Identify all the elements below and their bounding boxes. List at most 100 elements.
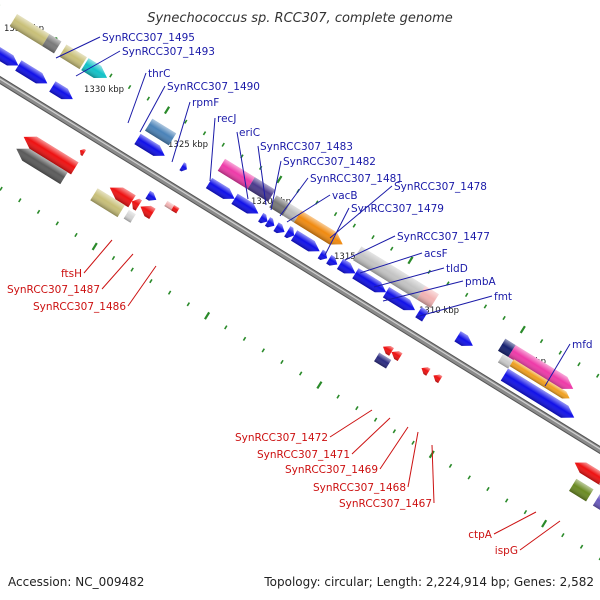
gene-label-fwd-leader: [209, 117, 216, 182]
feature-shade: [500, 368, 575, 418]
cds-arrow: [293, 210, 343, 245]
tick-mark: [336, 394, 340, 399]
feature-shade: [205, 177, 235, 199]
cds-arrow: [382, 346, 394, 356]
gene-label-fwd-leader: [544, 343, 571, 387]
gene-label-rev: ftsH: [61, 268, 82, 280]
feature-shade: [454, 331, 473, 346]
tick-mark: [127, 84, 132, 90]
tick-mark: [204, 311, 211, 320]
cds-arrow: [326, 255, 338, 266]
tick-mark: [502, 315, 506, 321]
cds-arrow: [382, 287, 416, 311]
tick-mark: [261, 348, 265, 353]
gene-label-fwd: SynRCC307_1483: [260, 141, 353, 153]
gene-label-fwd: SynRCC307_1481: [310, 173, 403, 185]
gene-label-fwd-leader: [329, 185, 393, 239]
gene-label-fwd: mfd: [572, 339, 593, 351]
tick-mark: [276, 175, 283, 184]
cds-block: [59, 44, 87, 70]
gene-label-fwd: SynRCC307_1477: [397, 231, 490, 243]
feature-shade: [317, 249, 328, 260]
gene-label-rev: SynRCC307_1471: [257, 449, 350, 461]
cds-block: [353, 246, 426, 300]
cds-arrow: [500, 368, 575, 418]
gene-label-fwd-leader: [279, 177, 309, 217]
cds-block: [123, 210, 136, 223]
cds-block: [592, 493, 600, 518]
tick-mark: [539, 338, 544, 344]
gene-label-fwd: vacB: [332, 190, 358, 202]
feature-shade: [258, 213, 268, 224]
tick-mark: [109, 73, 113, 78]
cds-arrow: [205, 177, 235, 199]
gene-label-rev: ispG: [495, 545, 518, 557]
gene-label-rev: SynRCC307_1468: [313, 482, 406, 494]
tick-mark: [91, 242, 98, 251]
feature-shade: [508, 345, 574, 389]
cds-block: [569, 478, 594, 502]
gene-label-fwd: eriC: [239, 127, 260, 139]
gene-label-fwd: tldD: [446, 263, 468, 275]
gene-label-fwd-leader: [382, 280, 464, 302]
feature-shade: [123, 210, 136, 223]
gene-label-rev-leader: [127, 265, 157, 307]
tick-mark: [504, 498, 509, 503]
gene-label-fwd-leader: [270, 160, 282, 211]
feature-shade: [247, 177, 276, 202]
gene-label-rev-leader: [83, 239, 113, 274]
gene-label-fwd: acsF: [424, 248, 448, 260]
cds-arrow: [509, 359, 570, 399]
feature-shade: [131, 198, 142, 211]
cds-arrow: [391, 351, 403, 362]
gene-label-rev-leader: [493, 511, 537, 535]
gene-label-fwd: SynRCC307_1495: [102, 32, 195, 44]
gene-label-rev: SynRCC307_1487: [7, 284, 100, 296]
feature-shade: [498, 338, 516, 357]
gene-label-rev-leader: [379, 426, 409, 470]
gene-label-fwd: SynRCC307_1478: [394, 181, 487, 193]
feature-shade: [336, 258, 356, 274]
tick-mark: [407, 256, 414, 265]
tick-mark: [298, 371, 303, 376]
tick-mark: [0, 186, 3, 191]
cds-block: [374, 352, 392, 369]
tick-mark: [111, 255, 116, 261]
feature-shade: [273, 222, 285, 234]
cds-block: [247, 177, 276, 202]
feature-shade: [79, 149, 87, 157]
cds-arrow: [179, 162, 187, 172]
tick-mark: [146, 96, 151, 101]
cds-arrow: [336, 258, 356, 274]
tick-mark: [464, 292, 469, 298]
gene-label-fwd: fmt: [494, 291, 512, 303]
cds-block: [217, 158, 255, 190]
position-label: 1320 kbp: [251, 197, 291, 207]
cds-block: [171, 205, 180, 214]
feature-shade: [171, 205, 180, 214]
gene-label-fwd-leader: [324, 207, 350, 256]
tick-mark: [202, 131, 207, 136]
feature-shade: [179, 162, 187, 172]
tick-mark: [561, 533, 565, 538]
tick-mark: [541, 519, 548, 528]
gene-label-fwd-leader: [344, 235, 396, 261]
gene-label-fwd-leader: [127, 72, 147, 124]
gene-label-fwd: SynRCC307_1493: [122, 46, 215, 58]
tick-mark: [184, 119, 188, 124]
tick-mark: [352, 223, 357, 228]
feature-shade: [134, 133, 165, 156]
cds-arrow: [23, 136, 79, 175]
cds-arrow: [0, 45, 19, 66]
topology-text: Topology: circular; Length: 2,224,914 bp…: [263, 575, 594, 589]
feature-shade: [9, 14, 50, 47]
tick-mark: [579, 544, 584, 549]
feature-shade: [16, 148, 68, 185]
cds-block: [282, 203, 302, 223]
gene-label-fwd-leader: [139, 85, 166, 133]
gene-label-rev-leader: [519, 520, 561, 551]
cds-arrow: [433, 374, 443, 384]
tick-mark: [577, 362, 581, 367]
